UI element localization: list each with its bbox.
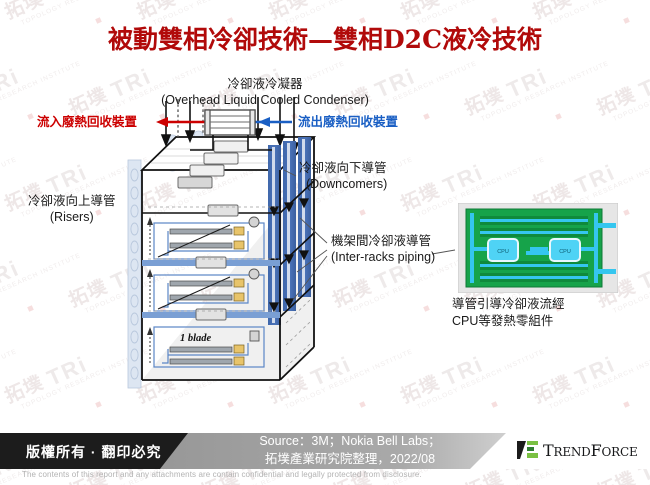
footer-logo-wedge xyxy=(470,433,650,469)
downcomer-pipes-icon xyxy=(268,137,311,325)
label-inlet: 流入廢熱回收裝置 xyxy=(37,115,138,129)
label-risers: 冷卻液向上導管 (Risers) xyxy=(28,193,116,225)
pcb-board-diagram: CPU CPU xyxy=(458,203,618,293)
page-title: 被動雙相冷卻技術—雙相D2C液冷技術 xyxy=(108,25,542,54)
leader-downcomers xyxy=(283,169,297,177)
brand-t: T xyxy=(543,440,554,460)
label-risers-cn: 冷卻液向上導管 xyxy=(28,194,116,208)
label-downcomers: 冷卻液向下導管 (Downcomers) xyxy=(299,160,387,192)
outlet-arrow-icon xyxy=(253,117,292,127)
leader-interracks xyxy=(292,217,328,301)
rack-diagram: 1 blade xyxy=(127,97,317,389)
cpu-label: CPU xyxy=(497,249,509,255)
brand-orce: ORCE xyxy=(601,444,638,459)
footer-source: Source：3M；Nokia Bell Labs； 拓墣產業研究院整理，202… xyxy=(205,432,495,468)
label-risers-en: (Risers) xyxy=(49,210,94,224)
footer-copyright-text: 版權所有 · 翻印必究 xyxy=(26,444,162,460)
label-condenser-en: (Overhead Liquid Cooled Condenser) xyxy=(161,93,369,107)
label-pcb-caption: 導管引導冷卻液流經 CPU等發熱零組件 xyxy=(452,296,565,330)
interrack-manifolds-icon xyxy=(142,204,280,321)
footer-disclaimer: The contents of this report and any atta… xyxy=(22,470,422,479)
dimm-slots-icon xyxy=(480,216,588,282)
label-interracks-cn: 機架間冷卻液導管 xyxy=(331,234,432,248)
footer-source-line1: Source：3M；Nokia Bell Labs； xyxy=(259,434,441,448)
inlet-arrow-icon xyxy=(156,117,205,127)
label-pcb-caption-line1: 導管引導冷卻液流經 xyxy=(452,297,565,311)
label-outlet: 流出廢熱回收裝置 xyxy=(298,115,399,129)
blade-label: 1 blade xyxy=(180,333,212,344)
label-downcomers-en: (Downcomers) xyxy=(306,177,388,191)
label-interracks: 機架間冷卻液導管 (Inter-racks piping) xyxy=(331,233,435,265)
trendforce-wordmark: TRENDFORCE xyxy=(543,441,638,460)
cpu-package: CPU xyxy=(549,238,581,262)
footer-source-line2: 拓墣產業研究院整理，2022/08 xyxy=(264,452,436,467)
trendforce-mark-icon xyxy=(517,441,538,459)
condenser-unit-icon xyxy=(204,109,256,136)
label-condenser-cn: 冷卻液冷凝器 xyxy=(227,77,303,91)
blade-bay xyxy=(147,268,265,312)
cpu-package: CPU xyxy=(487,238,519,262)
label-downcomers-cn: 冷卻液向下導管 xyxy=(299,161,387,175)
rack-top-modules xyxy=(177,140,249,189)
label-pcb-caption-line2: CPU等發熱零組件 xyxy=(452,313,554,328)
rack-front-frame xyxy=(141,137,315,381)
footer-copyright-block: 版權所有 · 翻印必究 xyxy=(0,433,188,469)
brand-f: F xyxy=(590,440,602,460)
condenser-piping xyxy=(190,135,272,151)
label-interracks-en: (Inter-racks piping) xyxy=(331,250,436,264)
cpu-label: CPU xyxy=(559,249,571,255)
trendforce-logo: TRENDFORCE xyxy=(517,440,638,460)
footer-bar: 版權所有 · 翻印必究 Source：3M；Nokia Bell Labs； 拓… xyxy=(0,433,650,469)
leader-pcb xyxy=(431,249,456,255)
label-condenser: 冷卻液冷凝器 (Overhead Liquid Cooled Condenser… xyxy=(110,76,420,108)
blade-bays: 1 blade xyxy=(147,216,265,368)
blade-bay: 1 blade xyxy=(147,326,265,368)
brand-rend: REND xyxy=(553,444,591,459)
